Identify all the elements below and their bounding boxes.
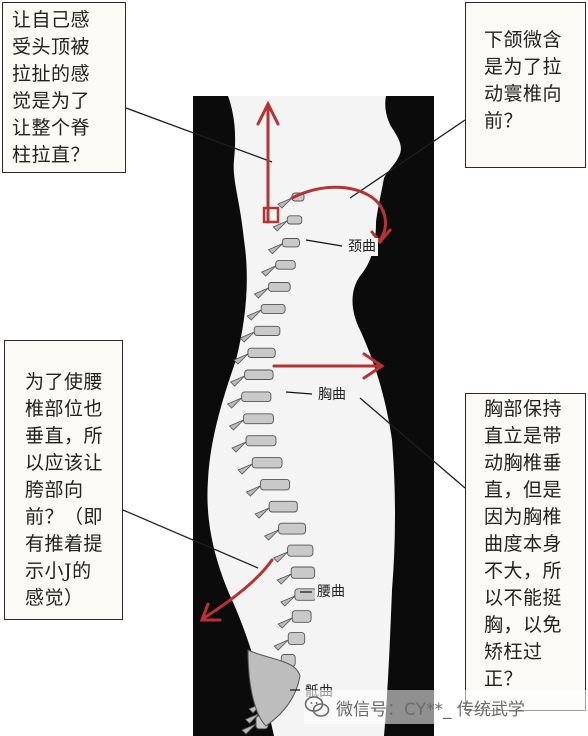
spinous-process [233, 353, 249, 365]
connector-top-left [125, 107, 273, 163]
spinous-process [272, 551, 288, 563]
watermark: 微信号：CY**_ 传统武学 [304, 690, 588, 724]
vertebra [244, 369, 274, 380]
annotation-top-right: 下颌微含 是为了拉 动寰椎向 前？ [465, 2, 586, 168]
spinous-process [226, 397, 242, 409]
vertebra [291, 610, 312, 623]
connector-lines [122, 107, 466, 569]
vertebra [281, 238, 300, 248]
spinous-process [245, 485, 261, 497]
spinous-process [229, 375, 245, 387]
spinous-process [239, 331, 255, 343]
sacrum [247, 649, 301, 727]
chest-arrow-head [362, 352, 385, 380]
spinous-process [277, 197, 293, 209]
vertebra [253, 325, 281, 336]
connector-middle-left [122, 509, 259, 569]
wechat-icon [304, 696, 330, 717]
annotation-bottom-right-text: 胸部保持 直立是带 动胸椎垂 直，但是 因为胸椎 曲度本身 不大，所 以不能挺 … [484, 398, 563, 690]
vertebra [268, 500, 298, 513]
up-arrow-head [256, 100, 280, 126]
label-lumbar-curve: 腰曲 [315, 583, 347, 601]
watermark-text: 微信号：CY**_ 传统武学 [336, 699, 525, 720]
annotation-top-left: 让自己感 受头顶被 拉扯的感 觉是为了 让整个脊 柱拉直？ [2, 2, 126, 173]
vertebra [287, 632, 306, 645]
red-arrows [199, 100, 392, 622]
spinous-process [254, 507, 270, 519]
label-pointers [285, 239, 343, 691]
spine-column [226, 192, 317, 735]
spinous-process [272, 220, 288, 232]
body-silhouette [207, 96, 401, 736]
vertebra [241, 391, 272, 403]
jaw-arrow [290, 185, 387, 242]
vertebra [245, 435, 277, 447]
vertebra [290, 566, 316, 579]
jaw-arrow-head [370, 228, 392, 245]
spinous-process [231, 441, 247, 453]
pelvis-arrow-head [199, 602, 222, 622]
spinous-process [276, 573, 292, 585]
spinous-process [277, 617, 293, 629]
connector-bottom-right [359, 397, 466, 489]
annotation-middle-left: 为了使腰 椎部位也 垂直，所 以应该让 胯部向 前？（即 有推着提 示小J的 感… [4, 340, 123, 620]
vertebra [259, 478, 291, 491]
vertebra [243, 413, 274, 425]
annotation-bottom-right: 胸部保持 直立是带 动胸椎垂 直，但是 因为胸椎 曲度本身 不大，所 以不能挺 … [465, 393, 586, 711]
vertebra [278, 522, 306, 535]
vertebra [260, 303, 286, 314]
vertebra [267, 282, 291, 292]
vertebra [287, 544, 314, 557]
label-cervical-curve: 颈曲 [346, 238, 378, 256]
spinous-process [267, 243, 283, 255]
spinous-process [260, 265, 276, 277]
spinous-process [253, 287, 269, 299]
spinous-process [228, 419, 244, 431]
annotation-middle-left-text: 为了使腰 椎部位也 垂直，所 以应该让 胯部向 前？（即 有推着提 示小J的 感… [25, 371, 104, 609]
vertebra [251, 457, 283, 469]
annotation-top-right-text: 下颌微含 是为了拉 动寰椎向 前？ [484, 29, 563, 132]
spinous-process [244, 713, 260, 724]
spinous-process [263, 529, 279, 541]
spinous-process [237, 463, 253, 475]
head-marker [262, 206, 280, 224]
spinous-process [280, 595, 296, 607]
connector-top-right [349, 119, 466, 199]
vertebra [294, 588, 317, 601]
vertebra [247, 347, 276, 358]
vertebra [286, 215, 303, 225]
spinous-process [273, 639, 289, 651]
vertebra [275, 260, 296, 270]
spinous-process [246, 309, 262, 321]
label-thoracic-curve: 胸曲 [316, 386, 348, 404]
annotation-top-left-text: 让自己感 受头顶被 拉扯的感 觉是为了 让整个脊 柱拉直？ [12, 9, 91, 166]
spinous-process [241, 723, 257, 735]
pelvis-arrow [202, 558, 274, 620]
